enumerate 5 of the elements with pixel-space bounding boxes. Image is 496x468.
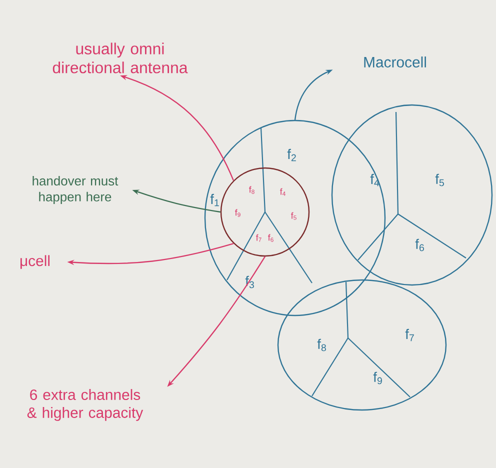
note-text: μcell [20, 255, 50, 269]
note-text: handover must happen here [32, 176, 118, 204]
note-text: 6 extra channels & higher capacity [27, 389, 144, 421]
note-text: Macrocell [364, 56, 426, 68]
note-text: usually omni directional antenna [52, 42, 188, 74]
